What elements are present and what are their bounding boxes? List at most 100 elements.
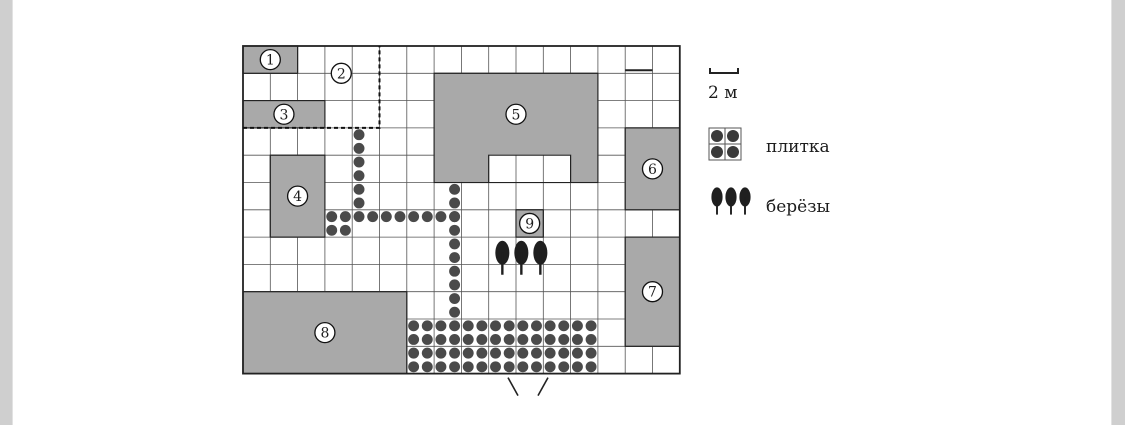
tile xyxy=(585,320,597,332)
tile xyxy=(449,306,461,318)
tile xyxy=(353,156,365,168)
tile xyxy=(517,334,529,345)
tile xyxy=(544,361,556,373)
tile xyxy=(449,265,461,277)
scale-label: 2 м xyxy=(708,83,737,103)
tile xyxy=(558,347,570,359)
tile xyxy=(571,334,583,345)
object-number: 5 xyxy=(512,107,521,123)
tile xyxy=(462,320,474,332)
tile-path-3 xyxy=(449,183,461,318)
tile xyxy=(571,320,583,332)
tile xyxy=(585,361,597,373)
tile xyxy=(435,347,447,359)
tile xyxy=(449,347,461,359)
tile xyxy=(367,211,379,223)
tile xyxy=(435,334,447,345)
tile xyxy=(490,347,501,359)
object-label-8: 8 xyxy=(314,321,336,344)
object-label-5: 5 xyxy=(505,103,527,125)
tile xyxy=(421,320,433,332)
tile xyxy=(435,320,447,332)
object-number: 7 xyxy=(648,285,657,301)
tile xyxy=(476,334,488,345)
tile xyxy=(517,361,529,373)
scale-bar-icon xyxy=(709,68,739,74)
tile xyxy=(558,320,570,332)
tile xyxy=(421,211,433,223)
object-number: 1 xyxy=(266,53,275,69)
tile xyxy=(503,334,515,345)
tile xyxy=(408,320,420,332)
tile xyxy=(531,347,542,359)
notch-cover xyxy=(488,154,571,183)
object-label-1: 1 xyxy=(259,49,281,71)
tile xyxy=(544,334,556,345)
building-outline-4 xyxy=(269,154,326,238)
birch-icon xyxy=(514,240,529,275)
tile xyxy=(503,320,515,332)
birch-legend-label: берёзы xyxy=(766,197,830,217)
tile xyxy=(421,334,433,345)
tile-path-5 xyxy=(408,320,597,373)
tile xyxy=(408,361,420,373)
notch-outline xyxy=(488,154,572,183)
tile xyxy=(517,347,529,359)
gate-right xyxy=(537,377,549,396)
tile xyxy=(490,320,501,332)
object-number: 4 xyxy=(293,189,302,205)
tile-paths-layer xyxy=(326,129,597,373)
tile xyxy=(353,129,365,141)
tile xyxy=(449,224,461,236)
object-label-7: 7 xyxy=(641,281,664,303)
tile xyxy=(353,142,365,154)
tile xyxy=(462,334,474,345)
tile xyxy=(531,320,542,332)
tile xyxy=(449,211,461,223)
tile xyxy=(531,334,542,345)
tile-legend-label: плитка xyxy=(766,137,830,157)
tile-legend-icon xyxy=(708,127,742,161)
tile xyxy=(339,211,351,223)
plan-border xyxy=(242,45,681,375)
tile-path-1 xyxy=(353,129,365,209)
tile xyxy=(531,361,542,373)
tile xyxy=(544,347,556,359)
object-number: 2 xyxy=(337,66,346,82)
object-label-2: 2 xyxy=(330,62,352,84)
object-number: 9 xyxy=(525,216,534,232)
tile xyxy=(394,211,406,223)
tile xyxy=(503,347,515,359)
building-outline-9 xyxy=(515,209,544,238)
legend: 2 м плитка берёзы xyxy=(708,68,830,217)
tile xyxy=(449,334,461,345)
object-label-6: 6 xyxy=(641,158,664,180)
tile xyxy=(462,361,474,373)
plot-boundary-layer xyxy=(243,46,653,129)
birch-icon xyxy=(725,187,737,215)
tile xyxy=(449,197,461,209)
tile xyxy=(421,361,433,373)
tile xyxy=(558,361,570,373)
object-number: 3 xyxy=(279,107,288,123)
tile xyxy=(476,347,488,359)
birch-legend-icon xyxy=(711,187,751,215)
tile xyxy=(421,347,433,359)
building-outline-5 xyxy=(433,72,599,183)
gate-layer xyxy=(507,377,549,396)
object-label-3: 3 xyxy=(273,103,295,125)
tile xyxy=(449,293,461,304)
tile xyxy=(517,320,529,332)
birch-icon xyxy=(495,240,510,275)
tile xyxy=(449,183,461,195)
tile xyxy=(449,252,461,264)
tile xyxy=(449,361,461,373)
tile xyxy=(558,334,570,345)
tile xyxy=(380,211,392,223)
tile xyxy=(449,279,461,291)
tile xyxy=(449,238,461,250)
tile xyxy=(490,361,501,373)
object-labels-layer: 1 3 4 5 6 7 8 9 2 xyxy=(259,49,664,344)
object-label-4: 4 xyxy=(286,185,309,207)
